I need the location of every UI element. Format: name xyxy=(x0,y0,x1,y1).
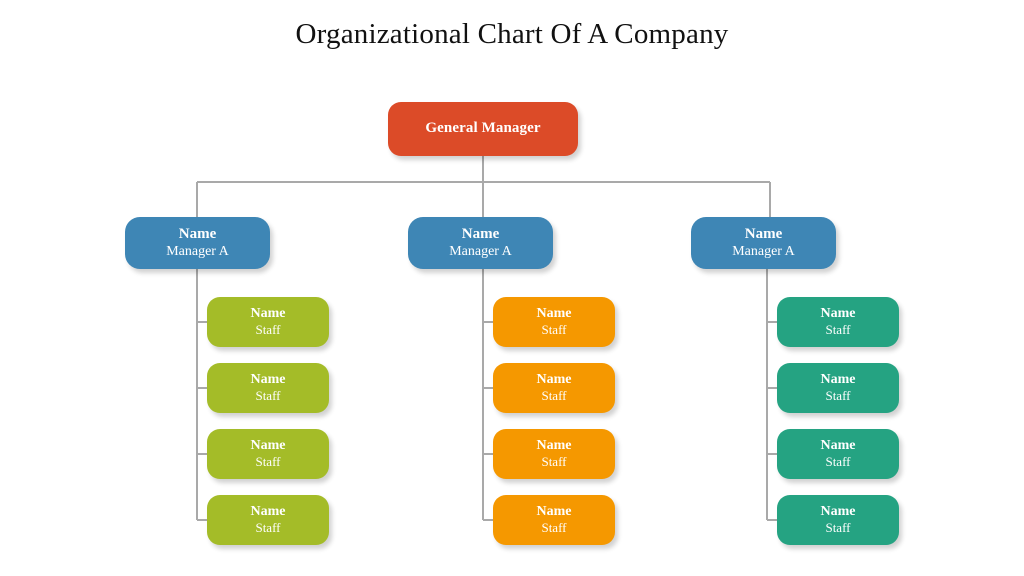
node-staff-3-3-role: Staff xyxy=(825,454,851,470)
node-staff-3-3-name: Name xyxy=(820,437,856,453)
node-staff-3-2[interactable]: Name Staff xyxy=(777,363,899,413)
node-staff-2-2-role: Staff xyxy=(541,388,567,404)
node-staff-1-2-role: Staff xyxy=(255,388,281,404)
node-staff-2-3-role: Staff xyxy=(541,454,567,470)
node-staff-3-3[interactable]: Name Staff xyxy=(777,429,899,479)
node-staff-3-2-name: Name xyxy=(820,371,856,387)
node-staff-1-4-role: Staff xyxy=(255,520,281,536)
node-staff-2-4[interactable]: Name Staff xyxy=(493,495,615,545)
node-staff-1-3-name: Name xyxy=(250,437,286,453)
node-staff-3-2-role: Staff xyxy=(825,388,851,404)
node-staff-3-1[interactable]: Name Staff xyxy=(777,297,899,347)
node-manager-1-role: Manager A xyxy=(166,244,229,260)
node-staff-2-2[interactable]: Name Staff xyxy=(493,363,615,413)
node-general-manager[interactable]: General Manager xyxy=(388,102,578,156)
node-manager-2-role: Manager A xyxy=(449,244,512,260)
node-staff-1-4[interactable]: Name Staff xyxy=(207,495,329,545)
node-manager-3-name: Name xyxy=(744,225,783,242)
node-staff-2-3-name: Name xyxy=(536,437,572,453)
node-manager-3-role: Manager A xyxy=(732,244,795,260)
node-general-manager-label: General Manager xyxy=(425,120,541,137)
node-manager-2[interactable]: Name Manager A xyxy=(408,217,553,269)
node-staff-1-2[interactable]: Name Staff xyxy=(207,363,329,413)
node-staff-1-3[interactable]: Name Staff xyxy=(207,429,329,479)
node-manager-3[interactable]: Name Manager A xyxy=(691,217,836,269)
node-manager-1[interactable]: Name Manager A xyxy=(125,217,270,269)
node-staff-1-3-role: Staff xyxy=(255,454,281,470)
node-staff-1-1-name: Name xyxy=(250,305,286,321)
node-staff-2-4-name: Name xyxy=(536,503,572,519)
node-staff-3-4-role: Staff xyxy=(825,520,851,536)
node-staff-2-3[interactable]: Name Staff xyxy=(493,429,615,479)
node-staff-1-2-name: Name xyxy=(250,371,286,387)
page-title: Organizational Chart Of A Company xyxy=(295,18,729,50)
node-staff-1-4-name: Name xyxy=(250,503,286,519)
node-staff-2-1-role: Staff xyxy=(541,322,567,338)
node-staff-2-1[interactable]: Name Staff xyxy=(493,297,615,347)
node-staff-3-4[interactable]: Name Staff xyxy=(777,495,899,545)
node-staff-3-1-role: Staff xyxy=(825,322,851,338)
node-staff-1-1-role: Staff xyxy=(255,322,281,338)
node-manager-2-name: Name xyxy=(461,225,500,242)
node-staff-1-1[interactable]: Name Staff xyxy=(207,297,329,347)
node-staff-3-1-name: Name xyxy=(820,305,856,321)
node-manager-1-name: Name xyxy=(178,225,217,242)
node-staff-2-4-role: Staff xyxy=(541,520,567,536)
node-staff-2-2-name: Name xyxy=(536,371,572,387)
node-staff-2-1-name: Name xyxy=(536,305,572,321)
node-staff-3-4-name: Name xyxy=(820,503,856,519)
